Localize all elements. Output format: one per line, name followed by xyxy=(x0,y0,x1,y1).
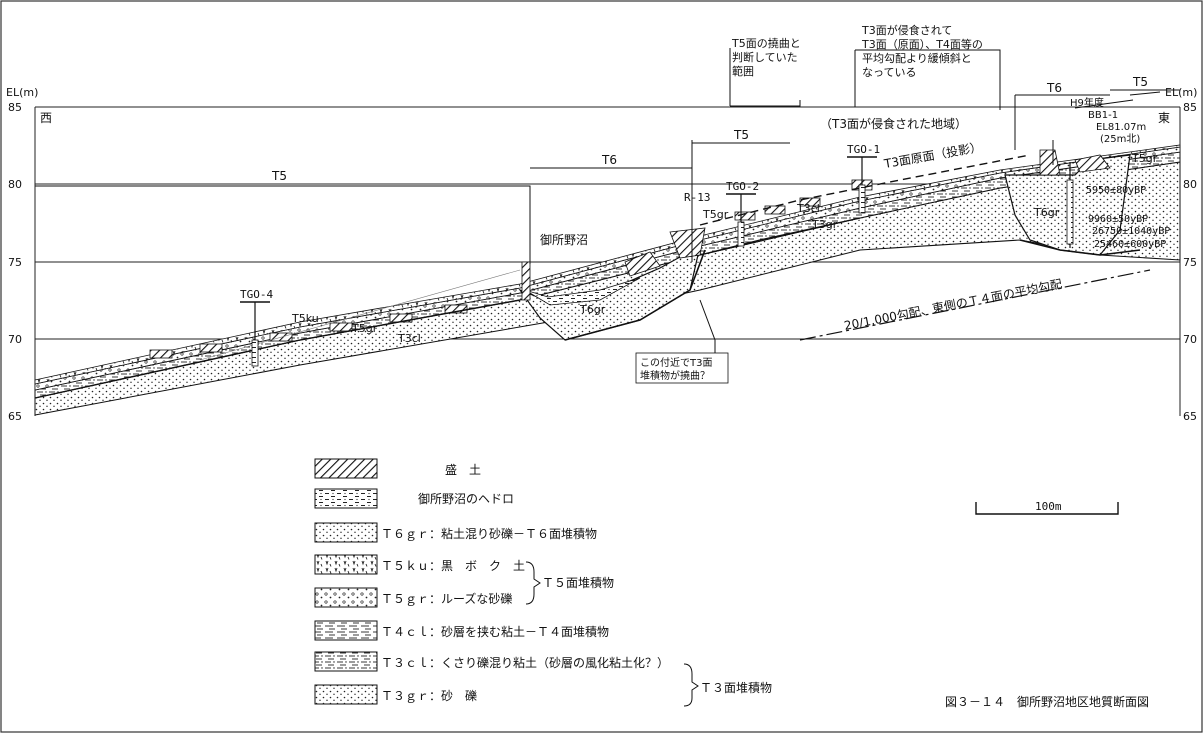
legend-sludge-label: 御所野沼のヘドロ xyxy=(418,491,514,506)
legend-swatch-sludge xyxy=(314,488,378,509)
t3-eroded-line2: T3面（原面）、T4面等の xyxy=(861,37,983,51)
unit-t5gr-left: T5gr xyxy=(351,322,378,335)
r13-label: R-13 xyxy=(684,191,711,204)
left-axis-title: EL(m) xyxy=(6,86,38,99)
date-2: 9960±50yBP xyxy=(1088,214,1148,225)
legend-swatch-t3gr xyxy=(314,684,378,705)
legend: 盛 土 御所野沼のヘドロ Ｔ６ｇｒ：粘土混り砂礫－Ｔ６面堆積物 Ｔ５ｋｕ：黒 ボ… xyxy=(314,458,772,707)
legend-t3gr-label: Ｔ３ｇｒ：砂 礫 xyxy=(381,688,477,703)
borehole-tgo4: TGO-4 xyxy=(240,288,273,367)
right-tick-70: 70 xyxy=(1183,333,1197,346)
el-note-label: (25m北) xyxy=(1100,133,1140,145)
date-4: 25460±600yBP xyxy=(1094,239,1166,250)
tgo1-label: TGO-1 xyxy=(847,143,880,156)
east-label: 東 xyxy=(1158,111,1170,125)
left-tick-80: 80 xyxy=(8,178,22,191)
t3-eroded-line3: 平均勾配より緩傾斜と xyxy=(862,51,972,65)
legend-swatch-t4cl xyxy=(314,620,378,641)
scale-bar: 100m xyxy=(975,500,1119,515)
gradient-line xyxy=(799,269,1151,341)
legend-t5gr-label: Ｔ５ｇｒ：ルーズな砂礫 xyxy=(381,591,512,606)
right-tick-80: 80 xyxy=(1183,178,1197,191)
left-tick-85: 85 xyxy=(8,101,22,114)
legend-t4cl-label: Ｔ４ｃｌ：砂層を挟む粘土－Ｔ４面堆積物 xyxy=(381,624,609,639)
zone-t6-mid: T6 xyxy=(601,153,617,167)
legend-t3-group: Ｔ３面堆積物 xyxy=(700,680,772,695)
unit-t5gr-right: T5gr xyxy=(1131,152,1158,165)
tgo2-label: TGO-2 xyxy=(726,180,759,193)
flexure-question-line2: 堆積物が撓曲？ xyxy=(640,369,710,382)
left-tick-70: 70 xyxy=(8,333,22,346)
el-value-label: EL81.07m xyxy=(1096,122,1146,133)
zone-t5-right: T5 xyxy=(1132,75,1148,89)
t5-flexure-line2: 判断していた xyxy=(732,50,798,64)
zone-t5-mid: T5 xyxy=(733,128,749,142)
legend-t5ku-label: Ｔ５ｋｕ：黒 ボ ク 土 xyxy=(381,559,525,573)
geology-layers xyxy=(34,144,1181,416)
left-axis: EL(m) 85 80 75 70 65 西 xyxy=(6,86,52,423)
t3-brace xyxy=(683,663,699,707)
pond-label: 御所野沼 xyxy=(540,232,588,247)
borehole-tgo2: TGO-2 xyxy=(726,180,759,247)
figure-caption: 図３－１４ 御所野沼地区地質断面図 xyxy=(945,694,1149,709)
flexure-question-line1: この付近でT3面 xyxy=(640,356,712,369)
t3-eroded-line1: T3面が侵食されて xyxy=(861,23,952,37)
borehole-bb1 xyxy=(1066,99,1134,248)
zone-t5-main: T5 xyxy=(271,169,287,183)
legend-t3cl-label: Ｔ３ｃｌ：くさり礫混り粘土（砂層の風化粘土化？） xyxy=(381,655,669,670)
legend-fill-label: 盛 土 xyxy=(445,462,481,477)
range-brackets xyxy=(35,48,1180,264)
eroded-area-label: （T3面が侵食された地域） xyxy=(820,116,967,131)
unit-t6gr-right: T6gr xyxy=(1033,206,1060,219)
left-tick-75: 75 xyxy=(8,256,22,269)
unit-t5ku: T5ku xyxy=(291,312,319,325)
left-tick-65: 65 xyxy=(8,410,22,423)
fill-blocks xyxy=(149,149,1111,359)
legend-swatch-t6gr xyxy=(314,522,378,543)
boreholes: TGO-4 TGO-2 TGO-1 xyxy=(240,99,1134,367)
legend-t6gr-label: Ｔ６ｇｒ：粘土混り砂礫－Ｔ６面堆積物 xyxy=(381,526,597,541)
right-tick-65: 65 xyxy=(1183,410,1197,423)
tgo4-label: TGO-4 xyxy=(240,288,273,301)
legend-swatch-t3cl xyxy=(314,651,378,672)
west-label: 西 xyxy=(40,111,52,125)
structure-lines xyxy=(34,91,1161,399)
unit-t3cl-left: T3cl xyxy=(397,332,421,345)
bb-year-label: H9年度 xyxy=(1070,96,1104,109)
t3-eroded-line4: なっている xyxy=(862,66,916,79)
legend-swatch-fill xyxy=(314,458,378,479)
legend-swatch-t5ku xyxy=(314,554,378,575)
borehole-tgo1: TGO-1 xyxy=(847,143,880,214)
t5-flexure-line1: T5面の撓曲と xyxy=(731,37,801,50)
unit-t3gr-mid: T3gr xyxy=(811,218,838,231)
right-tick-85: 85 xyxy=(1183,101,1197,114)
t5ku-layer xyxy=(34,144,1181,385)
right-tick-75: 75 xyxy=(1183,256,1197,269)
unit-t5gr-mid: T5gr xyxy=(702,208,729,221)
pond-sludge-layer xyxy=(524,277,641,306)
bb-id-label: BB1-1 xyxy=(1088,110,1118,121)
unit-t6gr-pond: T6gr xyxy=(579,303,606,316)
t5-flexure-line3: 範囲 xyxy=(732,64,754,78)
zone-t6-right: T6 xyxy=(1046,81,1062,95)
unit-t3cl-mid: T3cl xyxy=(796,202,820,215)
zone-labels: T5 T6 T5 T6 T5 xyxy=(271,75,1148,183)
scale-bar-label: 100m xyxy=(1035,500,1062,513)
unit-labels: T5ku T5gr T3cl T6gr T5gr T3cl T3gr T6gr … xyxy=(291,152,1158,345)
right-axis: EL(m) 85 80 75 70 65 東 xyxy=(1158,86,1197,423)
right-axis-title: EL(m) xyxy=(1165,86,1197,99)
t5-brace xyxy=(525,561,541,605)
date-1: 5950±80yBP xyxy=(1086,185,1146,196)
date-3: 26750±1040yBP xyxy=(1092,226,1170,237)
legend-t5-group: Ｔ５面堆積物 xyxy=(542,575,614,590)
legend-swatch-t5gr xyxy=(314,587,378,608)
